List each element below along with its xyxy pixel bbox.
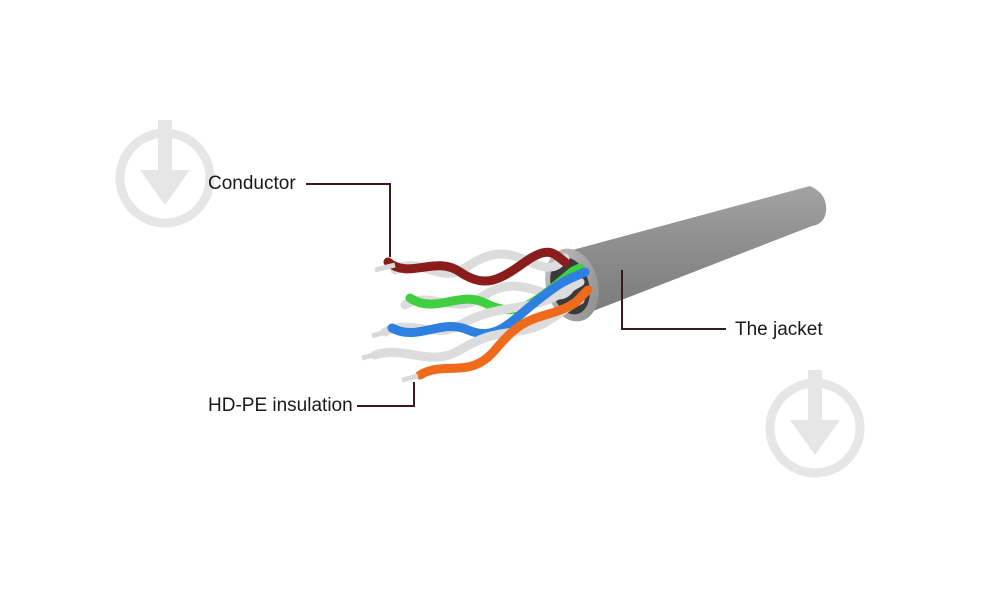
conductor-label: Conductor	[208, 173, 296, 194]
conductor-leader-line	[306, 183, 391, 257]
watermark-top-left-icon	[115, 120, 215, 228]
insulation-leader-line	[357, 382, 415, 407]
cable-jacket	[565, 186, 827, 318]
twisted-pair-brown	[374, 247, 570, 286]
jacket-label: The jacket	[735, 319, 823, 340]
jacket-leader-line	[621, 270, 726, 330]
watermark-bottom-right-icon	[765, 370, 865, 478]
insulation-label: HD-PE insulation	[208, 395, 353, 416]
twisted-pair-orange	[361, 285, 593, 383]
